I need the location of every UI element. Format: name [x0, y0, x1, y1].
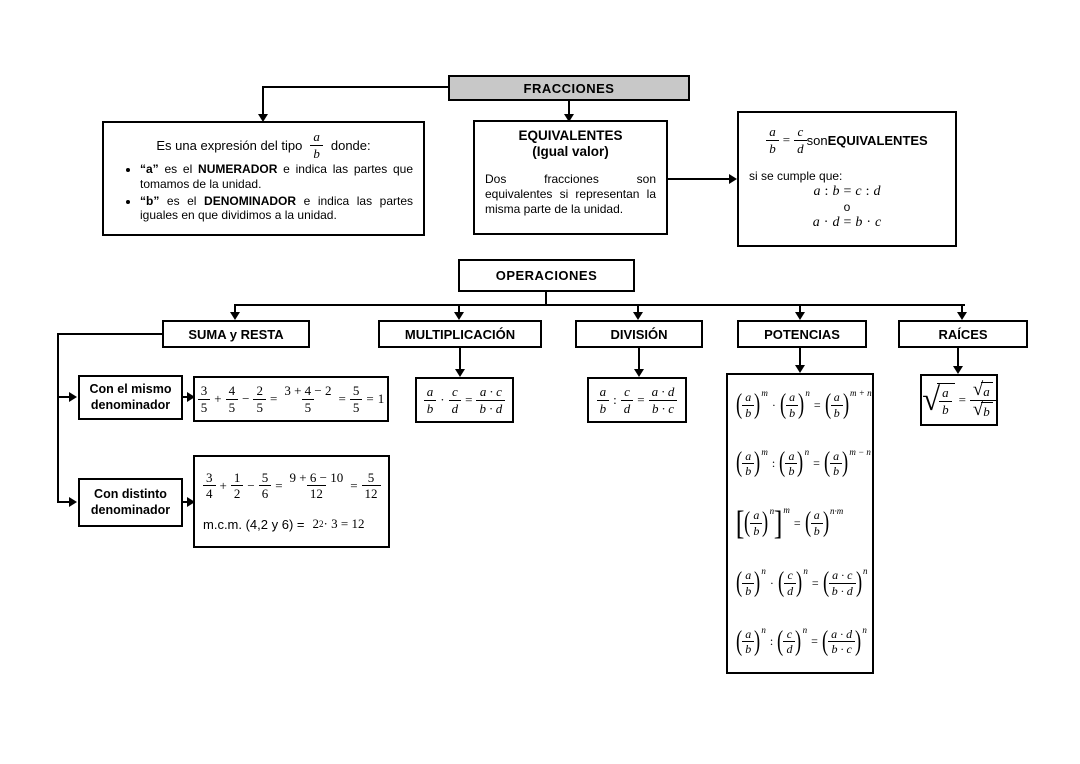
operaciones-title: OPERACIONES — [495, 268, 598, 283]
condition-2: a·d=b·c — [812, 215, 882, 231]
arrowhead-into-division — [633, 312, 643, 320]
definition-bullets: “a” es el NUMERADOR e indica las partes … — [114, 162, 413, 223]
connector-to-mismo — [57, 396, 71, 398]
connector-bus-to-potencias — [799, 304, 801, 314]
arrowhead-into-distinto — [69, 497, 77, 507]
op-potencias-label: POTENCIAS — [764, 326, 840, 342]
connector-bus-to-raices — [961, 304, 963, 314]
arrowhead-into-mismo-formula — [187, 392, 195, 402]
connector-fracciones-to-definition-h — [262, 86, 450, 88]
op-raices-label: RAÍCES — [938, 326, 988, 342]
equivalentes-box: EQUIVALENTES (Igual valor) Dos fraccione… — [473, 120, 668, 235]
connector-operations-bus — [235, 304, 965, 306]
connector-operaciones-stem — [545, 291, 547, 306]
connector-raices-to-formula — [957, 348, 959, 368]
connector-distinto-to-formula — [183, 501, 189, 503]
op-suma-resta-box: SUMA y RESTA — [162, 320, 310, 348]
op-raices-box: RAÍCES — [898, 320, 1028, 348]
op-suma-resta-label: SUMA y RESTA — [188, 326, 284, 342]
mismo-denominador-box: Con el mismo denominador — [78, 375, 183, 420]
connector-pot-to-formula — [799, 348, 801, 367]
equivalentes-body: Dos fracciones son equivalentes si repre… — [485, 172, 656, 217]
mismo-denominador-label: Con el mismo denominador — [89, 381, 172, 412]
connector-equivalentes-to-condition — [668, 178, 730, 180]
connector-mismo-to-formula — [183, 396, 189, 398]
fracciones-title: FRACCIONES — [523, 80, 615, 96]
connector-fracciones-to-equivalentes — [568, 101, 570, 116]
definition-bullet-a: “a” es el NUMERADOR e indica las partes … — [140, 162, 413, 191]
arrowhead-into-suma — [230, 312, 240, 320]
connector-bus-to-multiplicacion — [458, 304, 460, 314]
arrowhead-into-pot-formula — [795, 365, 805, 373]
distinto-denominador-label: Con distinto denominador — [90, 486, 171, 517]
connector-bus-to-division — [637, 304, 639, 314]
connector-suma-branch-h — [57, 333, 162, 335]
arrowhead-into-distinto-formula — [187, 497, 195, 507]
arrowhead-into-raices — [957, 312, 967, 320]
arrowhead-into-div-formula — [634, 369, 644, 377]
operaciones-box: OPERACIONES — [458, 259, 635, 292]
arrowhead-into-equivalentes — [564, 114, 574, 122]
op-multiplicacion-label: MULTIPLICACIÓN — [404, 326, 516, 342]
equivalentes-title: EQUIVALENTES (Igual valor) — [485, 128, 656, 160]
op-division-label: DIVISIÓN — [610, 326, 668, 342]
condition-or: o — [843, 200, 851, 215]
op-division-box: DIVISIÓN — [575, 320, 703, 348]
condition-intro: si se cumple que: — [749, 169, 843, 184]
connector-div-to-formula — [638, 348, 640, 371]
op-potencias-box: POTENCIAS — [737, 320, 867, 348]
fracciones-title-box: FRACCIONES — [448, 75, 690, 101]
arrowhead-into-definition — [258, 114, 268, 122]
connector-to-distinto — [57, 501, 71, 503]
op-multiplicacion-box: MULTIPLICACIÓN — [378, 320, 542, 348]
arrowhead-into-raices-formula — [953, 366, 963, 374]
arrowhead-into-mult-formula — [455, 369, 465, 377]
arrowhead-into-potencias — [795, 312, 805, 320]
connector-suma-branch-v — [57, 333, 59, 503]
connector-mult-to-formula — [459, 348, 461, 371]
arrowhead-into-mismo — [69, 392, 77, 402]
arrowhead-into-condition — [729, 174, 737, 184]
distinto-denominador-box: Con distinto denominador — [78, 478, 183, 527]
connector-bus-to-suma — [234, 304, 236, 314]
equivalentes-subtitle: (Igual valor) — [532, 144, 609, 160]
connector-fracciones-to-definition-v — [262, 86, 264, 116]
arrowhead-into-multiplicacion — [454, 312, 464, 320]
condition-1: a:b=c:d — [813, 184, 881, 200]
definition-bullet-b: “b” es el DENOMINADOR e indica las parte… — [140, 194, 413, 223]
